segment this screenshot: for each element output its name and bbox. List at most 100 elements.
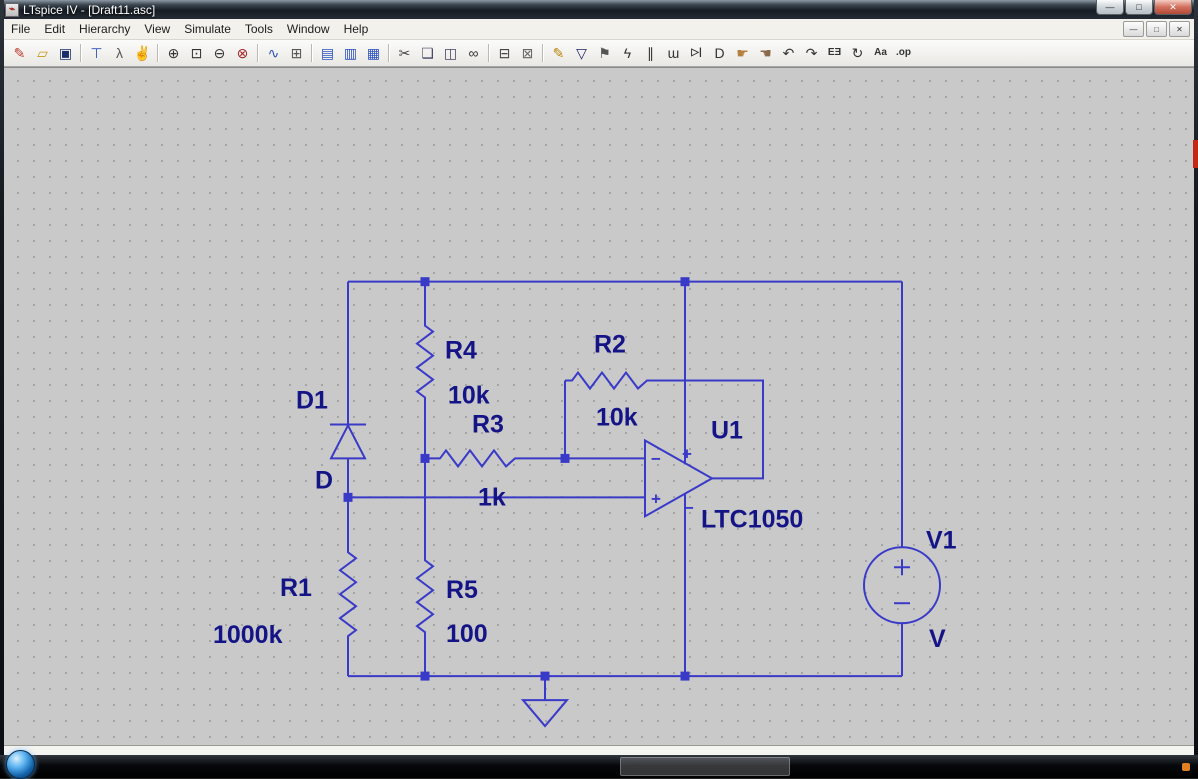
component-ref-r3[interactable]: R3 xyxy=(472,410,504,438)
save-icon[interactable]: ▣ xyxy=(54,43,77,64)
ground-symbol[interactable] xyxy=(523,676,567,726)
ground-icon[interactable]: ▽ xyxy=(570,43,593,64)
menu-edit[interactable]: Edit xyxy=(37,20,72,38)
toolbar-separator xyxy=(488,44,490,62)
menu-hierarchy[interactable]: Hierarchy xyxy=(72,20,137,38)
resistor-r1[interactable]: R1 1000k xyxy=(213,497,356,676)
taskbar[interactable] xyxy=(0,755,1198,778)
mdi-buttons: — □ ✕ xyxy=(1123,21,1190,37)
component-value-d1[interactable]: D xyxy=(315,466,333,494)
spice-directive-icon[interactable]: .op xyxy=(892,43,915,64)
status-bar xyxy=(4,745,1194,755)
component-ref-r1[interactable]: R1 xyxy=(280,574,312,602)
component-ref-v1[interactable]: V1 xyxy=(926,526,957,554)
start-button[interactable] xyxy=(6,750,35,779)
mdi-restore-button[interactable]: □ xyxy=(1146,21,1167,37)
new-schematic-icon[interactable]: ✎ xyxy=(8,43,31,64)
desktop-artifact xyxy=(1193,140,1198,168)
toolbar-separator xyxy=(157,44,159,62)
taskbar-item[interactable] xyxy=(620,757,790,776)
component-value-r2[interactable]: 10k xyxy=(596,403,638,431)
component-value-r1[interactable]: 1000k xyxy=(213,621,283,649)
opamp-noninverting-pin: + xyxy=(651,489,661,508)
component-ref-d1[interactable]: D1 xyxy=(296,387,328,415)
menu-window[interactable]: Window xyxy=(280,20,337,38)
toolbar-separator xyxy=(542,44,544,62)
component-ref-u1[interactable]: U1 xyxy=(711,416,743,444)
window-title: LTspice IV - [Draft11.asc] xyxy=(23,3,155,17)
component-value-r4[interactable]: 10k xyxy=(448,382,490,410)
open-icon[interactable]: ▱ xyxy=(31,43,54,64)
print-icon[interactable]: ⊟ xyxy=(493,43,516,64)
control-panel-icon[interactable]: ⊤ xyxy=(85,43,108,64)
waveform-icon[interactable]: ∿ xyxy=(262,43,285,64)
rotate-icon[interactable]: ↻ xyxy=(846,43,869,64)
zoom-pan-icon[interactable]: ⊡ xyxy=(185,43,208,64)
undo-icon[interactable]: ↶ xyxy=(777,43,800,64)
find-icon[interactable]: ∞ xyxy=(462,43,485,64)
paste-icon[interactable]: ◫ xyxy=(439,43,462,64)
mdi-close-button[interactable]: ✕ xyxy=(1169,21,1190,37)
drag-icon[interactable]: ☚ xyxy=(754,43,777,64)
menu-tools[interactable]: Tools xyxy=(238,20,280,38)
minimize-button[interactable]: — xyxy=(1096,0,1124,15)
halt-icon[interactable]: ✌ xyxy=(131,43,154,64)
toolbar-separator xyxy=(257,44,259,62)
component-value-r3[interactable]: 1k xyxy=(478,483,506,511)
component-ref-r4[interactable]: R4 xyxy=(445,337,477,365)
component-icon[interactable]: D xyxy=(708,43,731,64)
cut-icon[interactable]: ✂ xyxy=(393,43,416,64)
resistor-r3[interactable]: R3 1k xyxy=(425,410,565,511)
wire-junctions xyxy=(344,277,690,680)
zoom-full-extents-icon[interactable]: ⊗ xyxy=(231,43,254,64)
toolbar-separator xyxy=(311,44,313,62)
schematic-area[interactable]: D1 D R4 10k R3 1k R2 10k xyxy=(4,67,1194,745)
diode-icon[interactable]: ▷| xyxy=(685,43,708,64)
component-ref-r5[interactable]: R5 xyxy=(446,576,478,604)
close-button[interactable]: ✕ xyxy=(1154,0,1192,15)
voltage-source-v1[interactable]: V1 V xyxy=(864,526,957,653)
zoom-out-icon[interactable]: ⊖ xyxy=(208,43,231,64)
toolbar-separator xyxy=(388,44,390,62)
run-icon[interactable]: λ xyxy=(108,43,131,64)
restore-button[interactable]: □ xyxy=(1125,0,1153,15)
resistor-icon[interactable]: ϟ xyxy=(616,43,639,64)
move-icon[interactable]: ☛ xyxy=(731,43,754,64)
caption-buttons: — □ ✕ xyxy=(1096,0,1192,15)
grid-icon[interactable]: ⊞ xyxy=(285,43,308,64)
component-value-v1[interactable]: V xyxy=(929,625,946,653)
component-value-r5[interactable]: 100 xyxy=(446,620,488,648)
resistor-r2[interactable]: R2 10k xyxy=(565,331,660,432)
zoom-in-icon[interactable]: ⊕ xyxy=(162,43,185,64)
opamp-inverting-pin: − xyxy=(651,449,661,468)
capacitor-icon[interactable]: ∥ xyxy=(639,43,662,64)
mdi-minimize-button[interactable]: — xyxy=(1123,21,1144,37)
menu-file[interactable]: File xyxy=(4,20,37,38)
menu-view[interactable]: View xyxy=(137,20,177,38)
diode-d1[interactable]: D1 D xyxy=(296,387,366,495)
tile-horizontal-icon[interactable]: ▤ xyxy=(316,43,339,64)
label-net-icon[interactable]: ⚑ xyxy=(593,43,616,64)
cascade-windows-icon[interactable]: ▦ xyxy=(362,43,385,64)
tile-vertical-icon[interactable]: ▥ xyxy=(339,43,362,64)
component-ref-r2[interactable]: R2 xyxy=(594,331,626,359)
print-preview-icon[interactable]: ⊠ xyxy=(516,43,539,64)
mirror-icon[interactable]: EƎ xyxy=(823,43,846,64)
component-value-u1[interactable]: LTC1050 xyxy=(701,505,803,533)
text-icon[interactable]: Aa xyxy=(869,43,892,64)
menu-simulate[interactable]: Simulate xyxy=(177,20,238,38)
schematic-canvas[interactable]: D1 D R4 10k R3 1k R2 10k xyxy=(4,68,1194,745)
title-bar[interactable]: ⌁ LTspice IV - [Draft11.asc] — □ ✕ xyxy=(4,0,1194,19)
redo-icon[interactable]: ↷ xyxy=(800,43,823,64)
opamp-vplus-pin: + xyxy=(682,444,692,463)
toolbar: ✎▱▣⊤λ✌⊕⊡⊖⊗∿⊞▤▥▦✂❏◫∞⊟⊠✎▽⚑ϟ∥ɯ▷|D☛☚↶↷EƎ↻Aa.… xyxy=(4,40,1194,67)
inductor-icon[interactable]: ɯ xyxy=(662,43,685,64)
wire-icon[interactable]: ✎ xyxy=(547,43,570,64)
menu-help[interactable]: Help xyxy=(337,20,376,38)
copy-icon[interactable]: ❏ xyxy=(416,43,439,64)
opamp-u1[interactable]: − + + − U1 LTC1050 xyxy=(645,416,803,533)
tray-notification-icon[interactable] xyxy=(1182,763,1190,771)
